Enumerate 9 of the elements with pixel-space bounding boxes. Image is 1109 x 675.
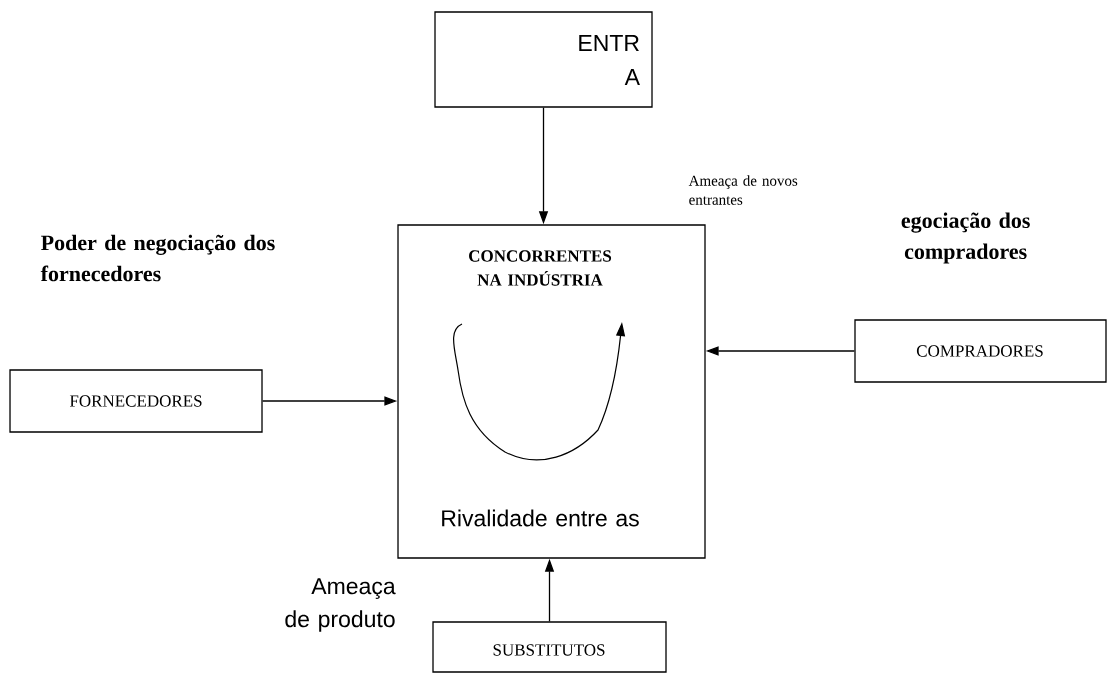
label-text: Ameaça de produto [285,578,396,632]
box: CONCORRENTES NA INDÚSTRIA Rivalidade entre as [397,224,706,559]
process-box: COMPRADORES [854,319,1107,383]
label-text: Ameaça de novos entrantes [688,175,798,205]
process-box: FORNECEDORES [9,369,263,433]
process-box: ENTR A [434,11,653,108]
label-text: Poder de negociação dos fornecedores [40,234,275,282]
label-text: egociação dos compradores [901,212,1030,264]
process-box: SUBSTITUTOS [432,621,667,673]
